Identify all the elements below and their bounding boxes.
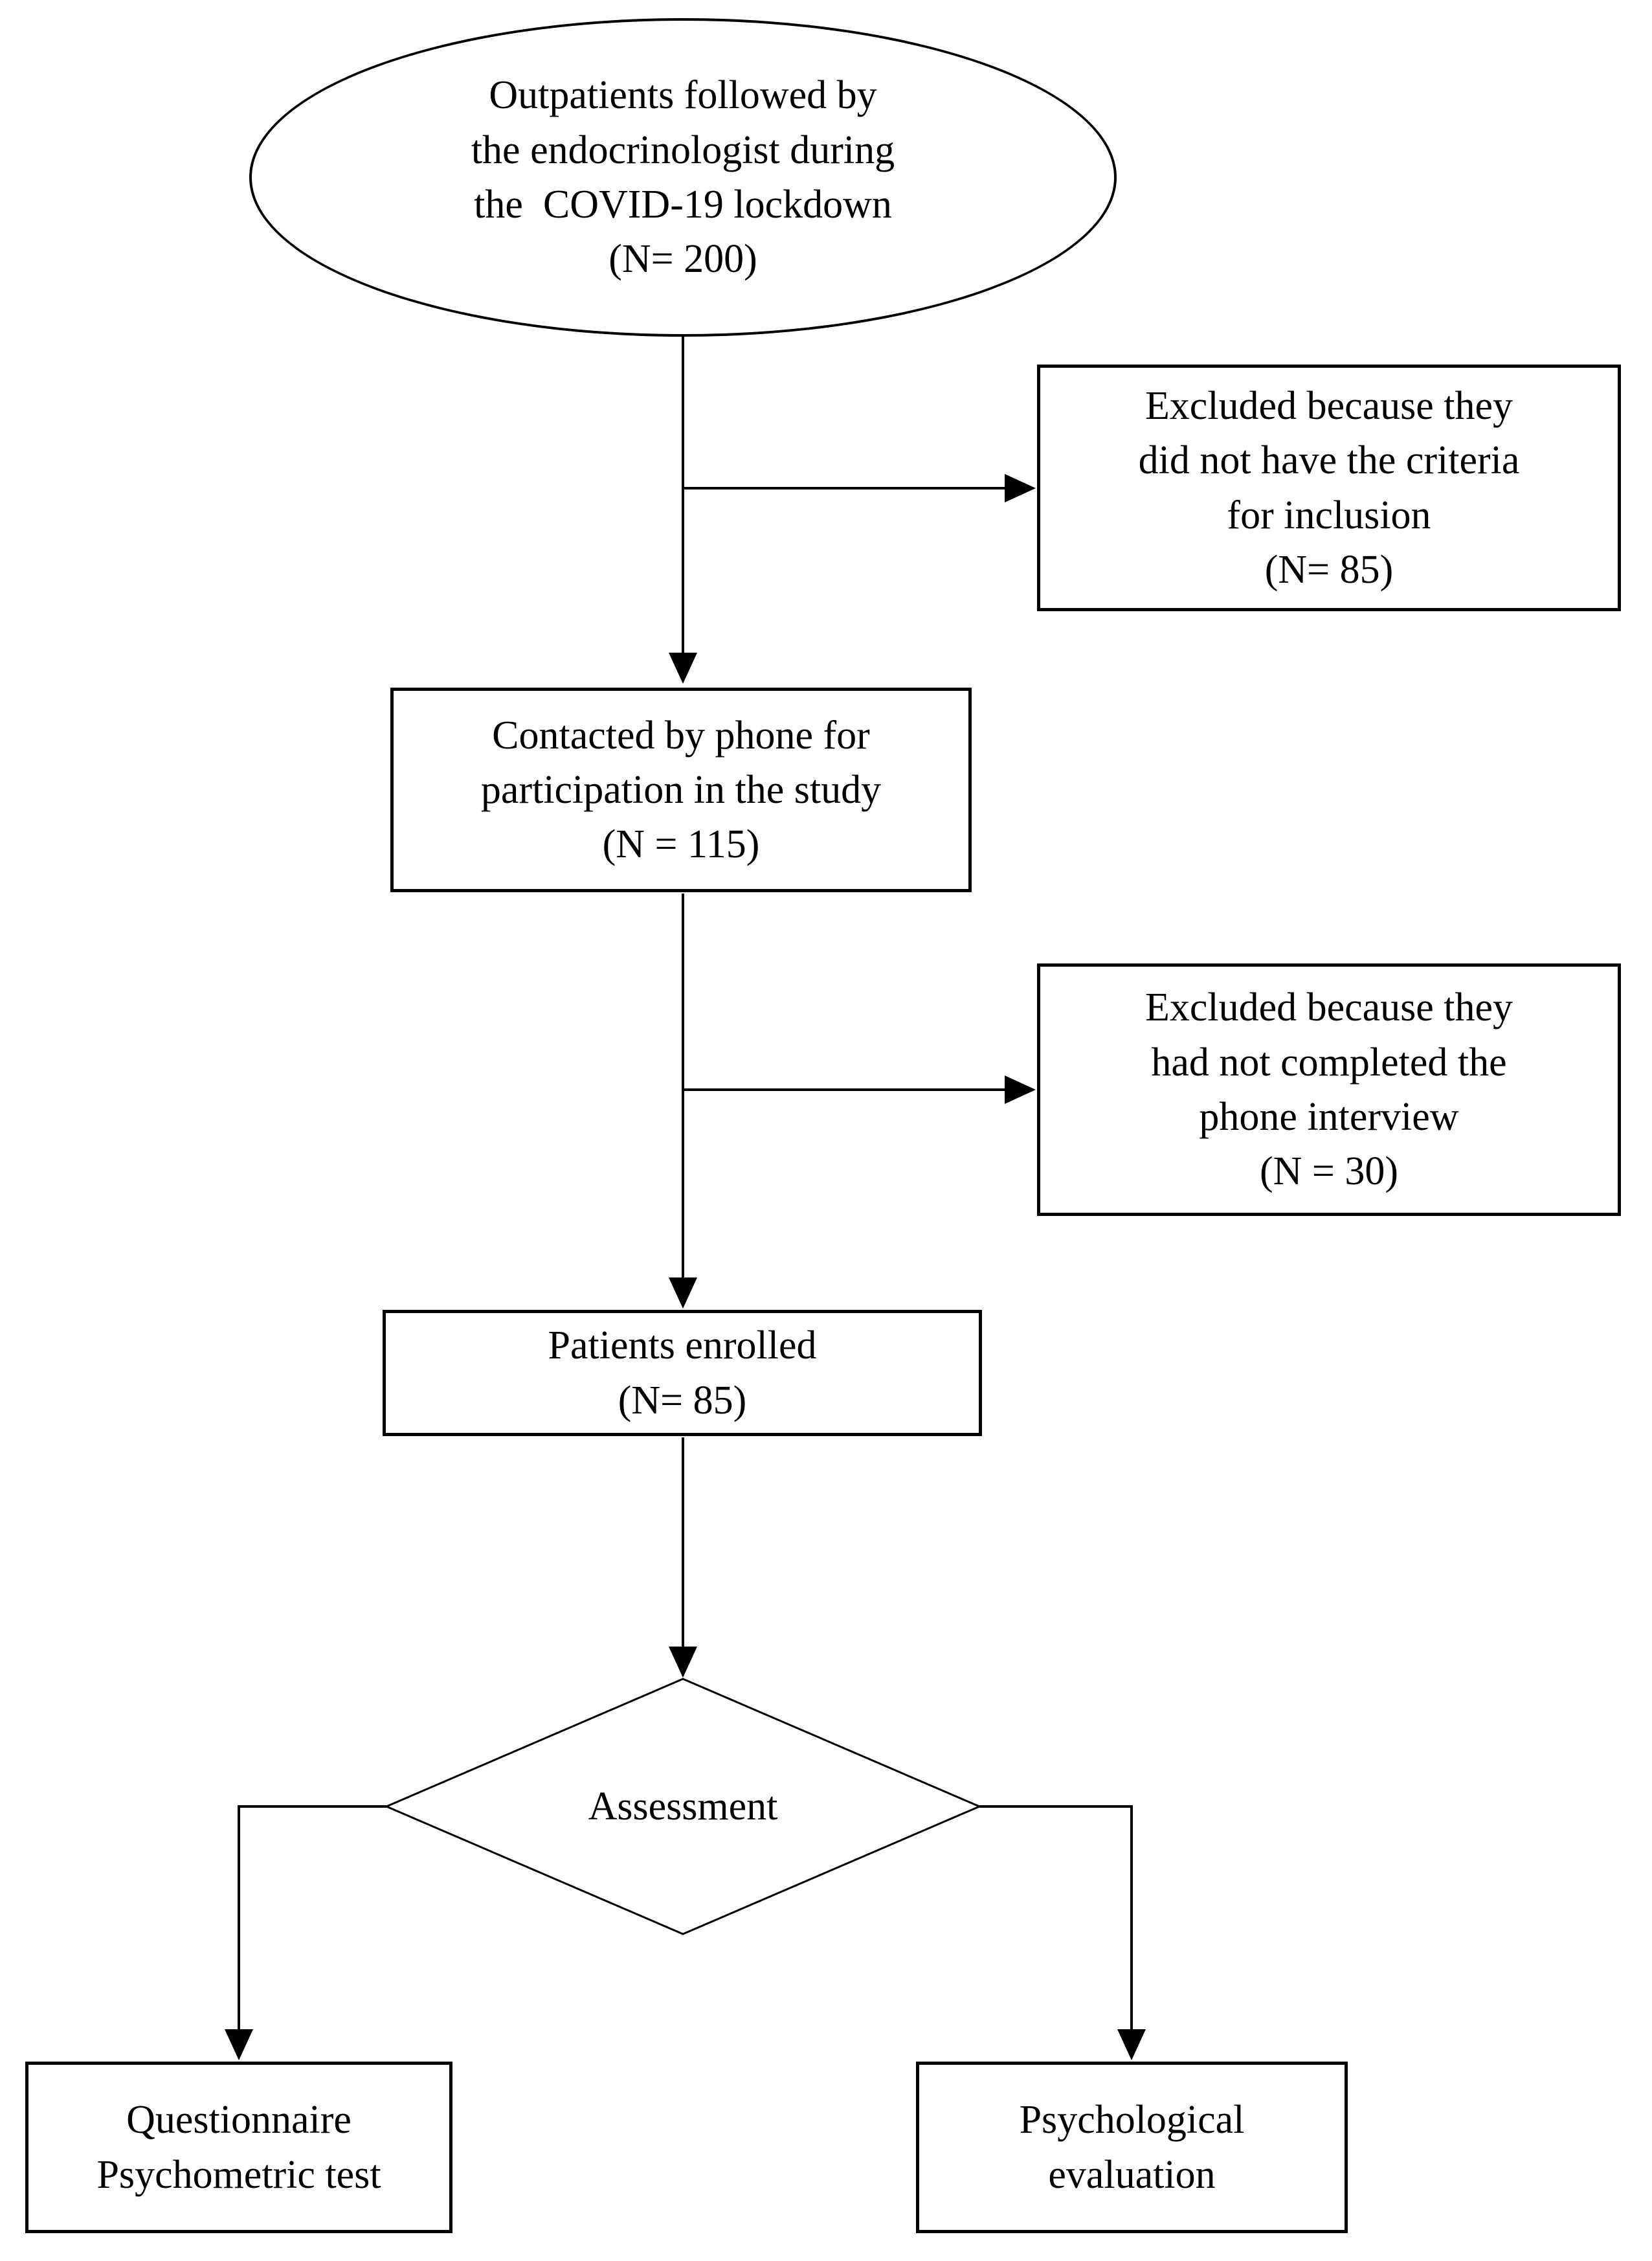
arrowhead-down-enrolled [669, 1277, 697, 1309]
node-start-ellipse: Outpatients followed by the endocrinolog… [249, 18, 1117, 337]
node-excluded-criteria: Excluded because they did not have the c… [1037, 365, 1621, 611]
arrowhead-right-excluded-interview [1005, 1075, 1036, 1104]
edge-assessment-to-psychological [979, 1805, 1133, 2032]
node-enrolled-label: Patients enrolled (N= 85) [548, 1323, 817, 1423]
node-assessment: Assessment [386, 1679, 979, 1934]
edge-assessment-to-questionnaire [238, 1805, 386, 2032]
node-questionnaire-label: Questionnaire Psychometric test [96, 2098, 381, 2197]
node-enrolled: Patients enrolled (N= 85) [383, 1310, 982, 1436]
node-psychological: Psychological evaluation [916, 2062, 1348, 2233]
arrowhead-down-assessment [669, 1647, 697, 1678]
arrowhead-down-psychological [1117, 2029, 1146, 2060]
node-excluded-interview: Excluded because they had not completed … [1037, 963, 1621, 1216]
node-start-ellipse-label: Outpatients followed by the endocrinolog… [471, 73, 895, 282]
node-assessment-label: Assessment [588, 1784, 778, 1828]
node-contacted-label: Contacted by phone for participation in … [480, 713, 882, 867]
node-contacted: Contacted by phone for participation in … [390, 688, 972, 892]
node-excluded-interview-label: Excluded because they had not completed … [1144, 985, 1513, 1194]
arrowhead-right-excluded-criteria [1005, 474, 1036, 502]
node-excluded-criteria-label: Excluded because they did not have the c… [1138, 383, 1520, 592]
assessment-diamond-shape [384, 1678, 982, 1935]
arrowhead-down-questionnaire [225, 2029, 253, 2060]
node-psychological-label: Psychological evaluation [1019, 2098, 1245, 2197]
arrowhead-down-contacted [669, 653, 697, 684]
node-questionnaire: Questionnaire Psychometric test [25, 2062, 452, 2233]
